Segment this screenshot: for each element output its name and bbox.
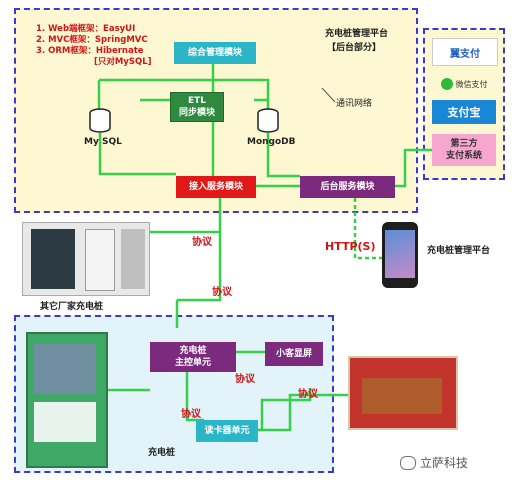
phone-screen [385,230,415,278]
tech-note: 1. Web端框架：EasyUI [36,24,136,34]
platform-title: 充电桩管理平台 [325,29,389,39]
other-vendor-chargers-photo [22,222,150,296]
protocol-label: 协议 [181,409,201,420]
ic-card-photo [348,356,458,430]
wechat-pay-logo: 微信支付 [432,72,496,96]
tech-note: [只对MySQL] [94,57,152,67]
protocol-label: 协议 [235,374,255,385]
charger-photo [31,229,75,289]
pile-screen [34,344,96,394]
mongodb-database-icon [257,108,279,133]
bestpay-logo: 翼支付 [432,38,498,66]
network-label: 通讯网络 [336,99,373,109]
tech-note: 2. MVC框架：SpringMVC [36,35,148,45]
card-image [362,378,442,414]
phone-platform-label: 充电桩管理平台 [427,246,491,256]
mysql-database-icon [89,108,111,133]
watermark: 立萨科技 [400,454,468,471]
mysql-label: My SQL [84,137,122,147]
charging-pile-photo [26,332,108,468]
charging-pile-label: 充电桩 [148,448,176,458]
protocol-label: 协议 [298,389,318,400]
smartphone-icon [382,222,418,288]
alipay-logo: 支付宝 [432,100,496,124]
pile-panel [34,402,96,442]
third-party-payment-box: 第三方 支付系统 [432,134,496,166]
card-reader-unit: 读卡器单元 [196,420,258,442]
protocol-label: 协议 [192,237,212,248]
backend-service-module: 后台服务模块 [300,176,395,198]
tech-note: 3. ORM框架：Hibernate [36,46,144,56]
charger-photo [85,229,115,291]
mongodb-label: MongoDB [247,137,296,147]
watermark-text: 立萨科技 [420,456,469,470]
http-label: HTTP(S) [325,240,376,253]
wechat-pay-label: 微信支付 [455,79,488,89]
other-vendors-label: 其它厂家充电桩 [40,302,104,312]
protocol-label: 协议 [212,287,232,298]
tech-notes: 1. Web端框架：EasyUI 2. MVC框架：SpringMVC 3. O… [36,24,152,68]
integrated-management-module: 综合管理模块 [174,42,256,64]
platform-subtitle: 【后台部分】 [327,43,382,53]
wechat-icon [440,78,453,90]
wechat-watermark-icon [400,455,416,470]
charger-photo [121,229,145,289]
customer-display: 小客显屏 [265,342,323,366]
access-service-module: 接入服务模块 [176,176,256,198]
main-control-unit: 充电桩 主控单元 [150,342,236,372]
etl-sync-module: ETL 同步模块 [170,92,224,122]
